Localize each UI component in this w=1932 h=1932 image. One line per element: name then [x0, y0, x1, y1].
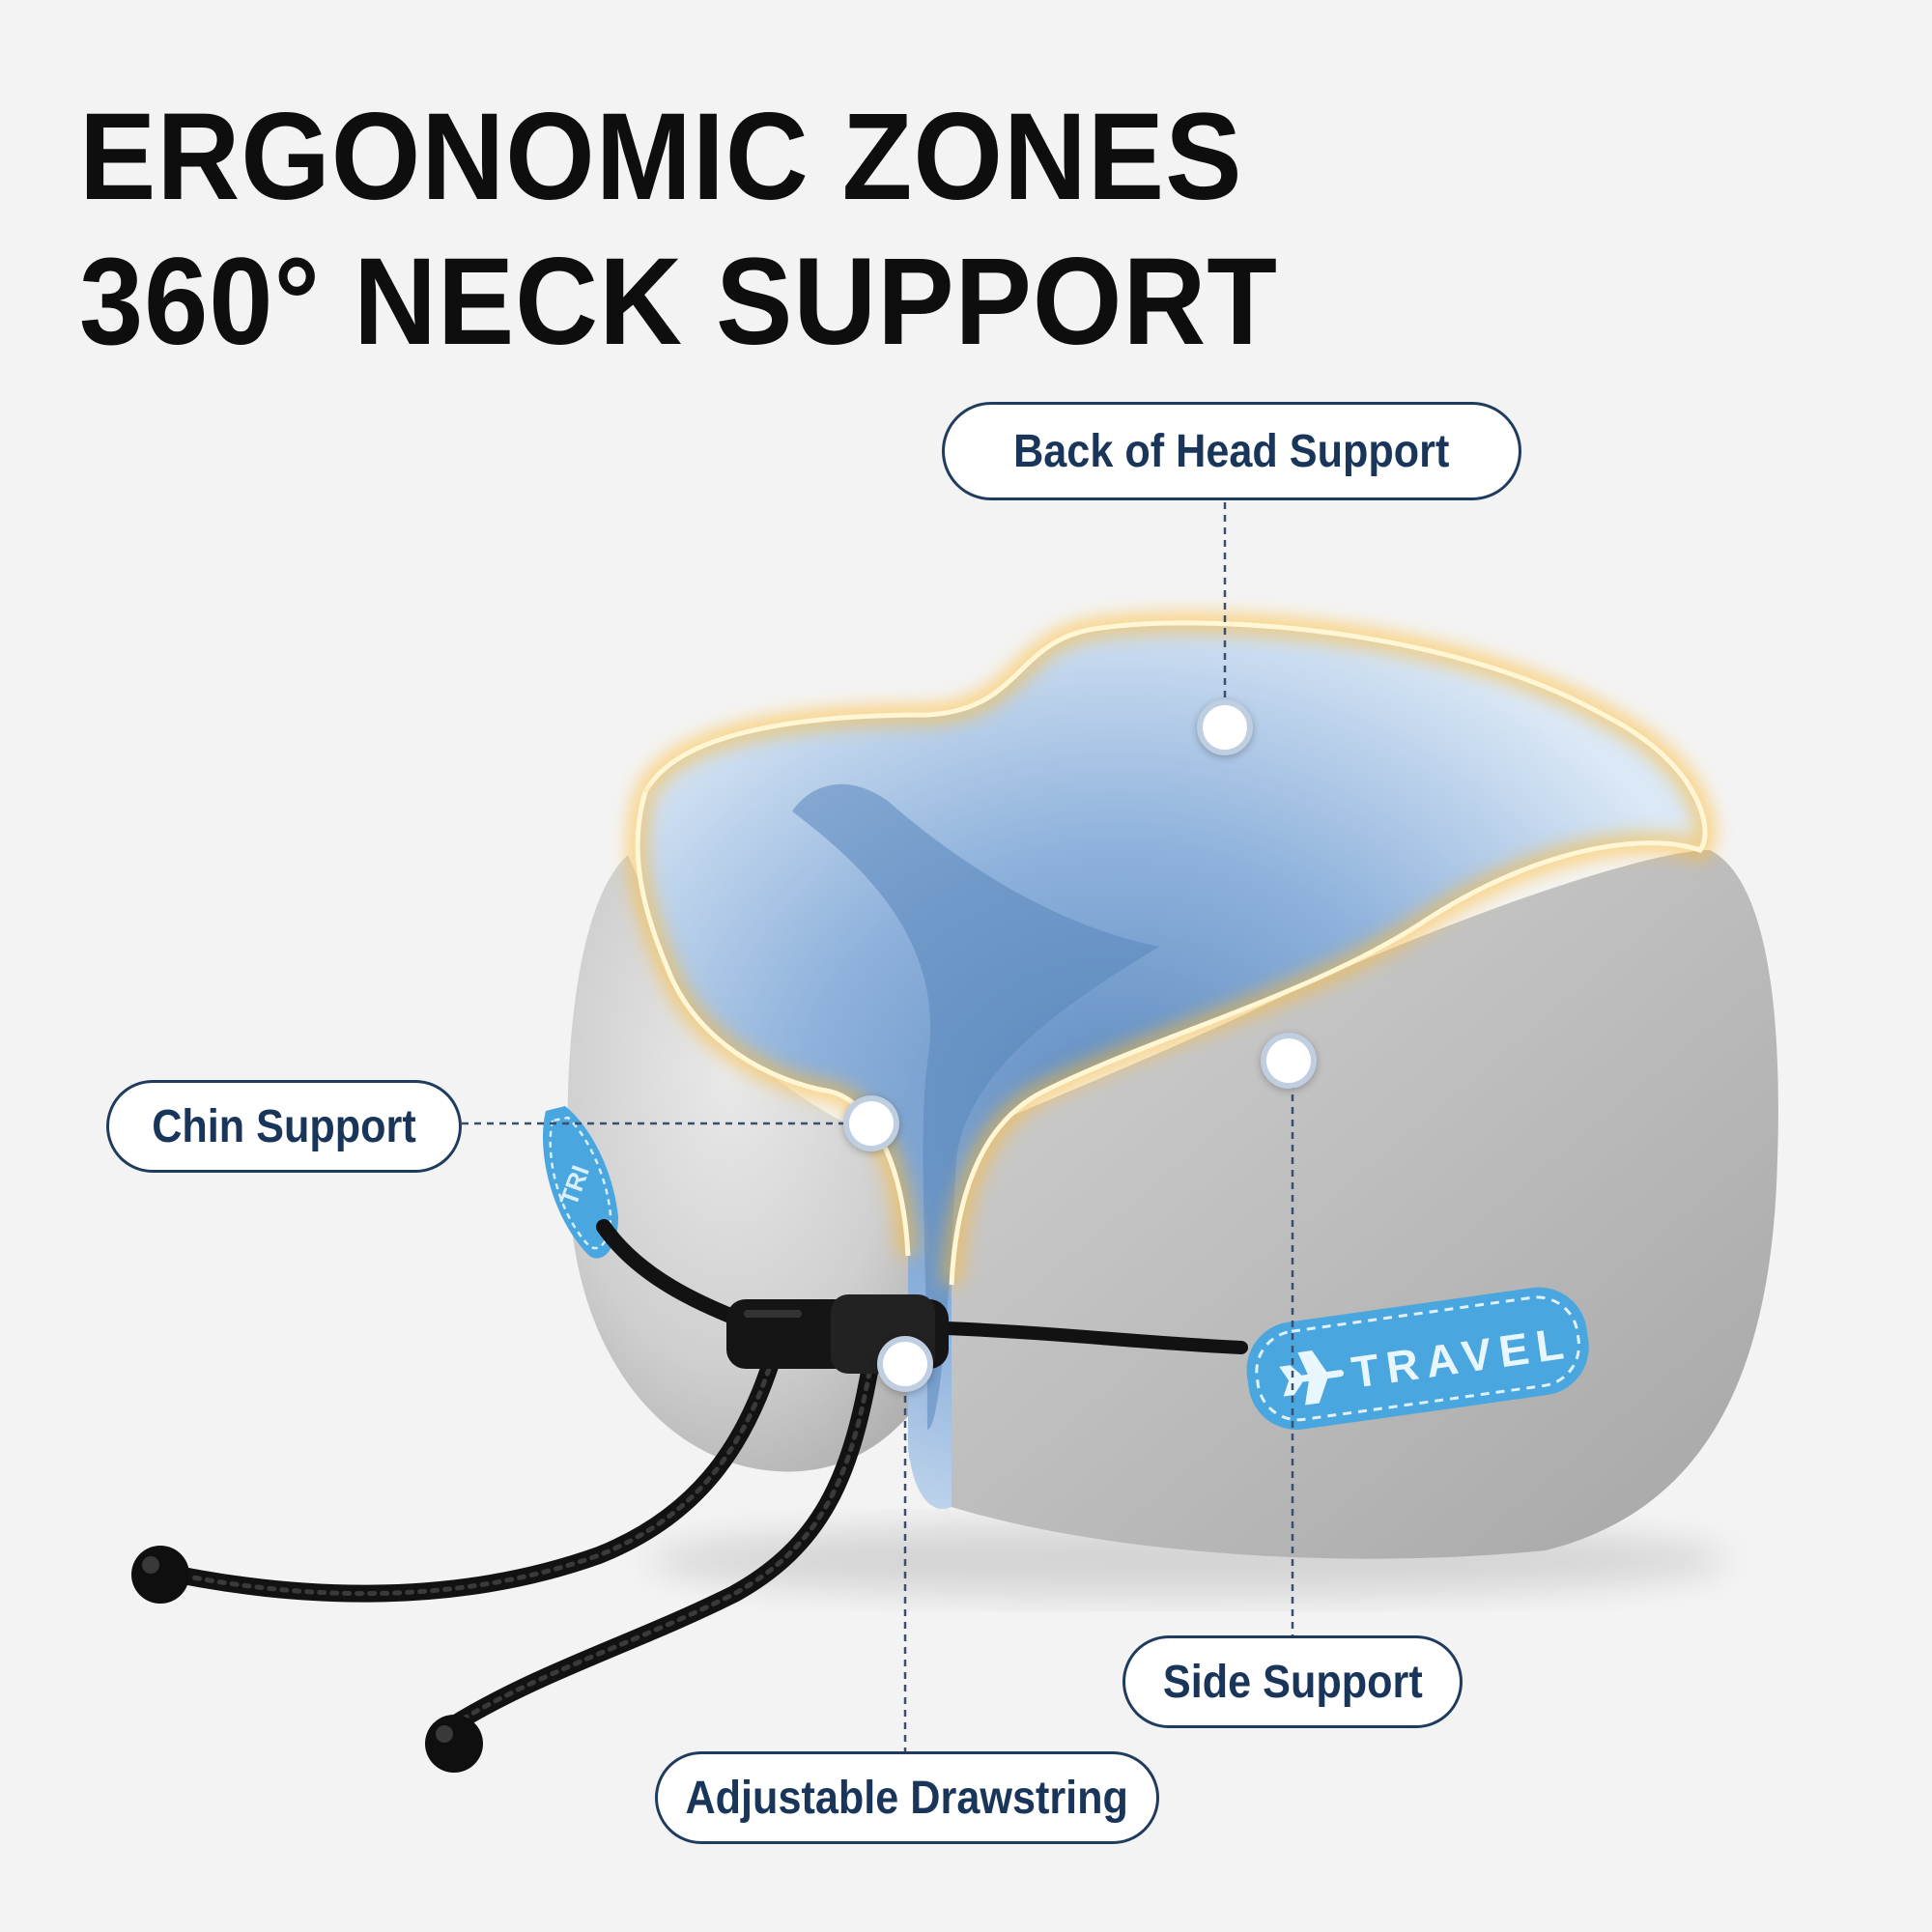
- support-zone-rim: [642, 620, 1708, 1286]
- callout-side-label: Side Support: [1162, 1656, 1423, 1708]
- hotspot-side[interactable]: [1261, 1033, 1317, 1089]
- airplane-icon: [1279, 1350, 1345, 1406]
- callout-drawstring-label: Adjustable Drawstring: [685, 1772, 1129, 1824]
- callout-side-support: Side Support: [1122, 1635, 1463, 1728]
- cord-end-cap-left: [131, 1546, 189, 1604]
- callout-adjustable-drawstring: Adjustable Drawstring: [655, 1751, 1159, 1844]
- callout-back-label: Back of Head Support: [1013, 425, 1450, 477]
- cord-end-cap-left-shine: [142, 1556, 159, 1574]
- drawstring-cord: [146, 1219, 1248, 1733]
- travel-patch: TRAVEL: [1246, 1287, 1589, 1431]
- headline: ERGONOMIC ZONES 360° NECK SUPPORT: [79, 85, 1278, 375]
- headline-line-2: 360° NECK SUPPORT: [79, 233, 1278, 371]
- headline-line-1: ERGONOMIC ZONES: [79, 88, 1243, 226]
- callout-chin-support: Chin Support: [106, 1080, 462, 1173]
- hotspot-chin[interactable]: [843, 1095, 899, 1151]
- cord-end-cap-right: [425, 1715, 483, 1773]
- side-patch: TRI: [543, 1106, 618, 1259]
- hotspot-drawstring[interactable]: [877, 1336, 933, 1392]
- callout-back-of-head-support: Back of Head Support: [942, 402, 1521, 500]
- hotspot-back-of-head[interactable]: [1197, 699, 1253, 755]
- callout-chin-label: Chin Support: [152, 1100, 416, 1152]
- cord-end-cap-right-shine: [436, 1725, 453, 1743]
- pillow-neck-channel: [792, 783, 1159, 1430]
